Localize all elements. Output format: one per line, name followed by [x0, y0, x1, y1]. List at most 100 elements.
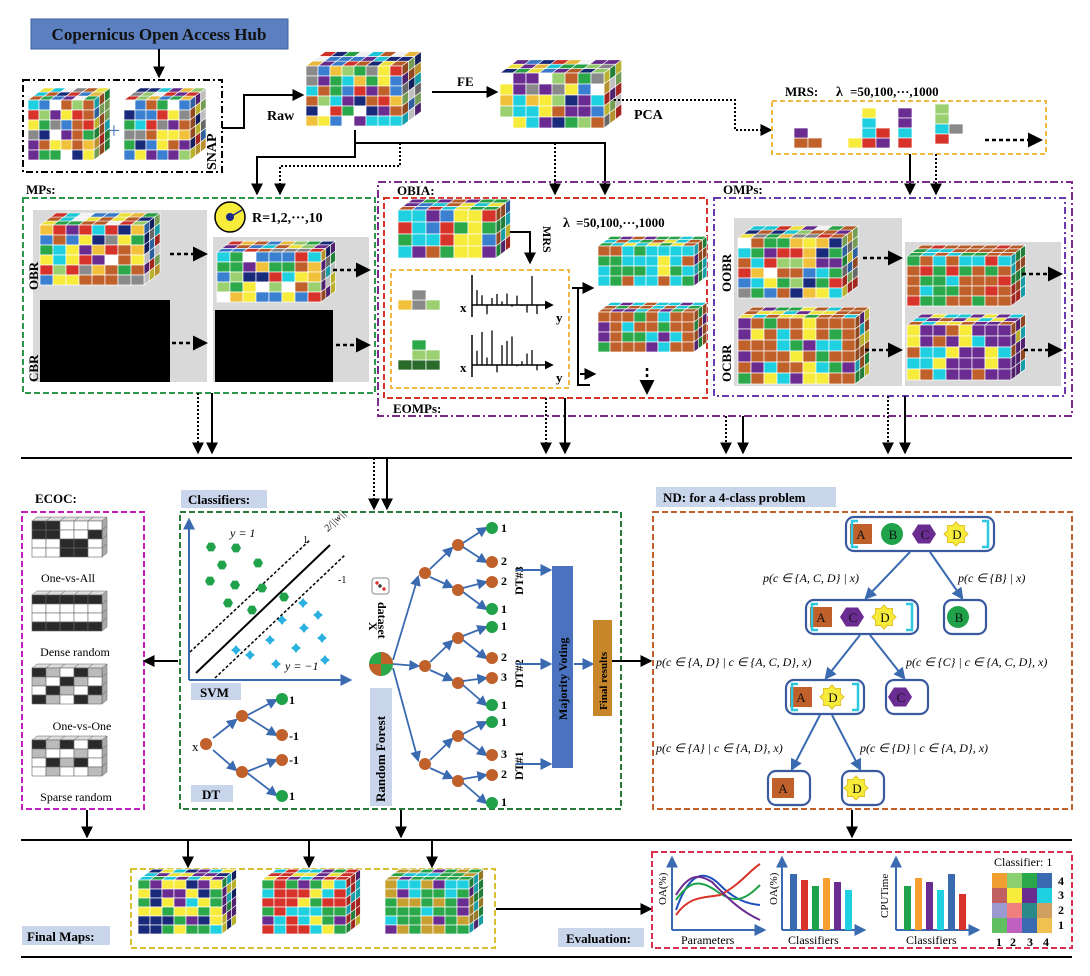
svg-text:B: B — [889, 527, 898, 542]
svm-one: 1 — [303, 535, 308, 546]
rf-leaf-7: 1 — [501, 698, 507, 712]
ocbr-label: OCBR — [719, 344, 734, 382]
source-box — [30, 18, 289, 50]
random-forest-trees — [369, 522, 498, 809]
snap-box — [22, 79, 223, 173]
cbr-label: CBR — [26, 354, 41, 382]
omps-box — [713, 197, 1066, 397]
confusion-matrix — [992, 873, 1052, 933]
rf-dataset: dataset — [375, 602, 389, 639]
cm-col-3: 4 — [1043, 935, 1049, 949]
nd-p4: p(c ∈ {C} | c ∈ {A, C, D}, x) — [905, 655, 1047, 669]
omps-label: OMPs: — [723, 182, 763, 197]
snap-cube-left — [27, 87, 111, 161]
ecoc-title: ECOC: — [35, 491, 77, 506]
nd-p1: p(c ∈ {A, C, D} | x) — [762, 571, 859, 585]
fe-label: FE — [457, 74, 474, 89]
pca-label: PCA — [634, 108, 664, 123]
eval-cputime: CPUTime — [879, 874, 891, 918]
raw-label: Raw — [267, 109, 295, 124]
obia-signals — [471, 275, 554, 377]
dt-label: DT — [202, 787, 220, 802]
oobr-label: OOBR — [719, 253, 734, 292]
majority-voting-box — [552, 566, 573, 768]
nd-p5: p(c ∈ {A} | c ∈ {A, D}, x) — [655, 741, 783, 755]
rf-leaf-9: 3 — [501, 747, 507, 761]
rf-leaf-2: 2 — [501, 574, 507, 588]
final-map-3 — [384, 868, 485, 935]
eval-classifiers-1: Classifiers — [788, 933, 839, 947]
rf-leaf-5: 2 — [501, 650, 507, 664]
eval-cm-title: Classifier: 1 — [994, 855, 1052, 869]
svg-text:C: C — [921, 527, 930, 542]
svg-text:C: C — [897, 690, 906, 705]
mp-cbr-image-filtered — [215, 310, 333, 382]
omp-ocbr-cube — [737, 306, 871, 385]
cm-row-2: 2 — [1058, 903, 1064, 917]
dt-leaf-1: -1 — [289, 729, 299, 743]
svg-text:D: D — [828, 690, 837, 705]
obia-cube — [397, 198, 512, 259]
ecoc-item-3: Sparse random — [40, 790, 112, 804]
svg-text:D: D — [852, 781, 861, 796]
source-label: Copernicus Open Access Hub — [52, 25, 267, 44]
snap-plus: + — [108, 118, 120, 143]
final-results-box — [593, 620, 612, 716]
cm-row-1: 3 — [1058, 888, 1064, 902]
ecoc-item-2: One-vs-One — [53, 719, 112, 733]
svg-text:B: B — [955, 610, 964, 625]
dt-leaf-2: -1 — [289, 753, 299, 767]
cm-col-1: 2 — [1010, 935, 1016, 949]
obia-lambda: λ — [563, 216, 570, 231]
mps-label: MPs: — [26, 182, 56, 197]
svg-text:A: A — [856, 527, 866, 542]
svg-text:D: D — [952, 527, 961, 542]
obia-y1: y — [556, 310, 563, 325]
mps-radius: R=1,2,···,10 — [252, 211, 323, 226]
mrs-prefix: MRS: — [785, 84, 818, 99]
svg-text:C: C — [849, 610, 858, 625]
mp-obr-cube-filtered — [216, 240, 337, 303]
svg-text:A: A — [816, 610, 826, 625]
svm-yi-neg: y = −1 — [284, 659, 319, 673]
eval-oa-1: OA(%) — [657, 872, 669, 905]
final-map-2 — [261, 868, 362, 935]
mrs-values: =50,100,···,1000 — [850, 84, 939, 99]
evaluation-title-box — [558, 928, 644, 947]
omp-oobr-cube-filtered — [906, 244, 1027, 307]
rf-label: Random Forest — [373, 715, 388, 802]
cm-col-0: 1 — [996, 935, 1002, 949]
rf-leaf-11: 1 — [501, 795, 507, 809]
rf-leaf-4: 1 — [501, 619, 507, 633]
nd-title: ND: for a 4-class problem — [663, 490, 806, 505]
mrs-segments — [779, 103, 964, 149]
ecoc-item-1: Dense random — [40, 645, 110, 659]
obia-output-bottom — [597, 301, 708, 353]
svm-label-box — [191, 683, 241, 700]
dice-icon — [371, 577, 390, 595]
evaluation-box — [651, 851, 1073, 949]
mp-cbr-image — [40, 300, 170, 382]
dt-leaf-3: 1 — [289, 789, 295, 803]
obia-segments — [397, 289, 441, 371]
rf-leaf-10: 2 — [501, 767, 507, 781]
cm-row-3: 1 — [1058, 918, 1064, 932]
majority-voting-label: Majority Voting — [556, 638, 570, 720]
rf-leaf-1: 2 — [501, 554, 507, 568]
dt-label-box — [191, 785, 233, 802]
nd-p3: p(c ∈ {A, D} | c ∈ {A, C, D}, x) — [655, 655, 811, 669]
snap-cube-right — [123, 87, 207, 161]
ecoc-code-matrices — [31, 516, 108, 777]
rf-tree-1: DT#1 — [512, 751, 526, 780]
svg-text:A: A — [778, 781, 788, 796]
nd-p6: p(c ∈ {D} | c ∈ {A, D}, x) — [859, 741, 988, 755]
snap-label: SNAP — [205, 133, 220, 170]
mp-obr-cube — [39, 212, 161, 286]
obia-output-top — [597, 235, 708, 287]
final-results-label: Final results — [598, 651, 610, 710]
classifiers-title: Classifiers: — [188, 492, 250, 507]
rf-leaf-0: 1 — [501, 521, 507, 535]
svm-neg1: -1 — [338, 575, 346, 586]
classifiers-title-box — [181, 490, 267, 508]
mrs-lambda: λ — [836, 85, 843, 100]
